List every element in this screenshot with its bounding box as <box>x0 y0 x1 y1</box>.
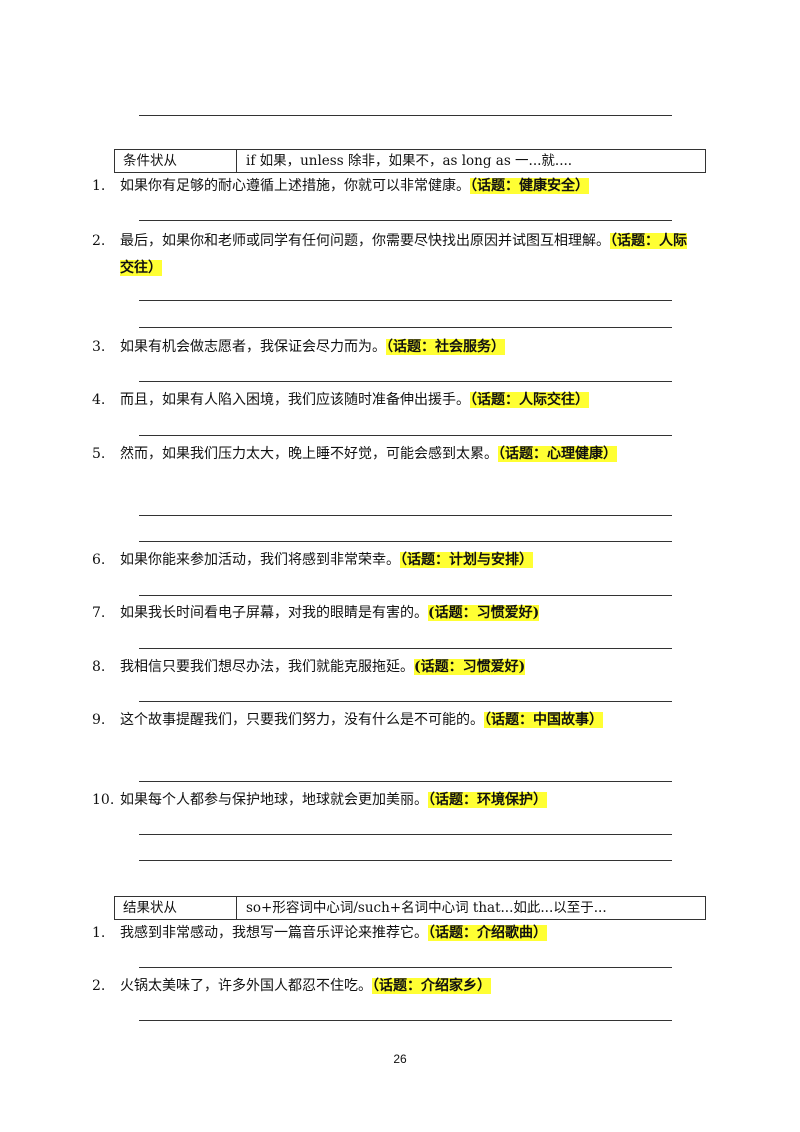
topic-tag: （话题：心理健康） <box>498 446 617 462</box>
header-value: so+形容词中心词/such+名词中心词 that...如此...以至于... <box>246 900 607 916</box>
list-item: 2. 火锅太美味了，许多外国人都忍不住吃。（话题：介绍家乡） <box>92 973 692 1000</box>
item-number: 7. <box>92 605 106 621</box>
answer-line <box>139 115 672 116</box>
item-text: 而且，如果有人陷入困境，我们应该随时准备伸出援手。 <box>120 392 470 408</box>
item-number: 1. <box>92 178 106 194</box>
item-number: 9. <box>92 712 106 728</box>
item-text: 然而，如果我们压力太大，晚上睡不好觉，可能会感到太累。 <box>120 446 498 462</box>
item-text: 我感到非常感动，我想写一篇音乐评论来推荐它。 <box>120 925 428 941</box>
conditional-clause-header: 条件状从 if 如果，unless 除非，如果不，as long as 一...… <box>114 149 706 173</box>
result-clause-header: 结果状从 so+形容词中心词/such+名词中心词 that...如此...以至… <box>114 896 706 920</box>
item-text: 如果你能来参加活动，我们将感到非常荣幸。 <box>120 552 400 568</box>
topic-tag: （话题：中国故事） <box>484 712 603 728</box>
page-number: 26 <box>393 1052 407 1066</box>
item-text: 如果你有足够的耐心遵循上述措施，你就可以非常健康。 <box>120 178 470 194</box>
list-item: 7. 如果我长时间看电子屏幕，对我的眼睛是有害的。(话题：习惯爱好) <box>92 600 692 627</box>
topic-tag: （话题：健康安全） <box>470 178 589 194</box>
list-item: 3. 如果有机会做志愿者，我保证会尽力而为。（话题：社会服务） <box>92 334 692 361</box>
item-text: 如果我长时间看电子屏幕，对我的眼睛是有害的。 <box>120 605 428 621</box>
answer-line <box>139 327 672 328</box>
header-label: 条件状从 <box>115 150 237 172</box>
answer-line <box>139 834 672 835</box>
answer-line <box>139 860 672 861</box>
item-text: 这个故事提醒我们，只要我们努力，没有什么是不可能的。 <box>120 712 484 728</box>
answer-line <box>139 515 672 516</box>
answer-line <box>139 701 672 702</box>
topic-tag: （话题：介绍歌曲） <box>428 925 547 941</box>
list-item: 1. 我感到非常感动，我想写一篇音乐评论来推荐它。（话题：介绍歌曲） <box>92 920 692 947</box>
answer-line <box>139 381 672 382</box>
answer-line <box>139 967 672 968</box>
item-number: 4. <box>92 392 106 408</box>
topic-tag: （话题：计划与安排） <box>400 552 533 568</box>
list-item: 5. 然而，如果我们压力太大，晚上睡不好觉，可能会感到太累。（话题：心理健康） <box>92 441 692 468</box>
item-text: 如果每个人都参与保护地球，地球就会更加美丽。 <box>120 792 428 808</box>
list-item: 6. 如果你能来参加活动，我们将感到非常荣幸。（话题：计划与安排） <box>92 547 692 574</box>
list-item: 2. 最后，如果你和老师或同学有任何问题，你需要尽快找出原因并试图互相理解。（话… <box>92 228 692 282</box>
list-item: 9. 这个故事提醒我们，只要我们努力，没有什么是不可能的。（话题：中国故事） <box>92 707 692 734</box>
topic-tag: （话题：人际交往） <box>470 392 589 408</box>
topic-tag: (话题：习惯爱好) <box>428 605 540 621</box>
list-item: 10. 如果每个人都参与保护地球，地球就会更加美丽。（话题：环境保护） <box>92 787 692 814</box>
answer-line <box>139 220 672 221</box>
answer-line <box>139 435 672 436</box>
item-text: 如果有机会做志愿者，我保证会尽力而为。 <box>120 339 386 355</box>
answer-line <box>139 595 672 596</box>
answer-line <box>139 541 672 542</box>
item-number: 2. <box>92 233 106 249</box>
item-text: 最后，如果你和老师或同学有任何问题，你需要尽快找出原因并试图互相理解。 <box>120 233 610 249</box>
answer-line <box>139 1020 672 1021</box>
header-label: 结果状从 <box>115 897 237 919</box>
item-number: 6. <box>92 552 106 568</box>
topic-tag: （话题：介绍家乡） <box>372 978 491 994</box>
item-number: 3. <box>92 339 106 355</box>
topic-tag: (话题：习惯爱好) <box>414 659 526 675</box>
item-number: 10. <box>92 792 115 808</box>
answer-line <box>139 781 672 782</box>
answer-line <box>139 648 672 649</box>
list-item: 1. 如果你有足够的耐心遵循上述措施，你就可以非常健康。（话题：健康安全） <box>92 173 692 200</box>
header-value: if 如果，unless 除非，如果不，as long as 一...就.... <box>246 153 573 169</box>
item-number: 5. <box>92 446 106 462</box>
topic-tag: （话题：社会服务） <box>386 339 505 355</box>
item-number: 2. <box>92 978 106 994</box>
item-text: 火锅太美味了，许多外国人都忍不住吃。 <box>120 978 372 994</box>
answer-line <box>139 300 672 301</box>
item-number: 8. <box>92 659 106 675</box>
list-item: 4. 而且，如果有人陷入困境，我们应该随时准备伸出援手。（话题：人际交往） <box>92 387 692 414</box>
topic-tag: （话题：环境保护） <box>428 792 547 808</box>
item-number: 1. <box>92 925 106 941</box>
item-text: 我相信只要我们想尽办法，我们就能克服拖延。 <box>120 659 414 675</box>
list-item: 8. 我相信只要我们想尽办法，我们就能克服拖延。(话题：习惯爱好) <box>92 654 692 681</box>
